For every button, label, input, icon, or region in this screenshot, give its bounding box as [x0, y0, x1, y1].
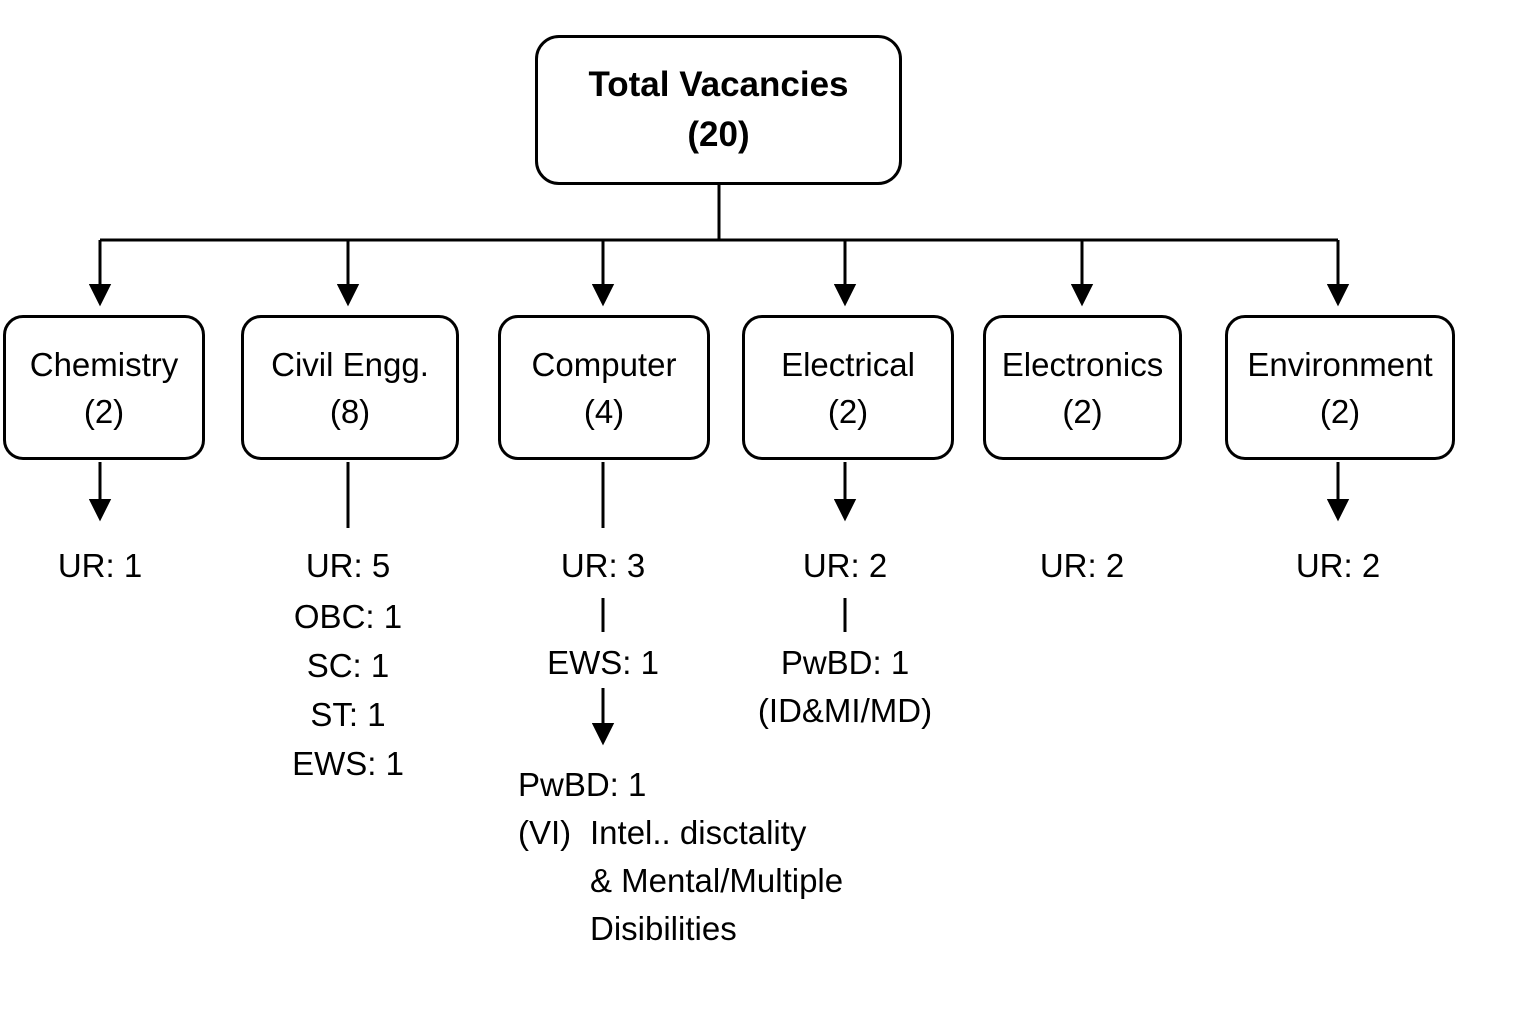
- environment-ur-label: UR: 2: [1295, 547, 1381, 584]
- node-environment-count: (2): [1319, 392, 1361, 430]
- computer-pwbd-label: PwBD: 1: [518, 766, 647, 803]
- node-chemistry: Chemistry (2): [3, 315, 205, 460]
- civil-st-label: ST: 1: [310, 696, 386, 733]
- computer-pwbd-detail-line1: (VI) Intel.. disctality: [518, 809, 843, 857]
- node-total-vacancies: Total Vacancies (20): [535, 35, 902, 185]
- node-computer: Computer (4): [498, 315, 710, 460]
- node-chemistry-label: Chemistry: [29, 345, 179, 383]
- node-total-vacancies-label: Total Vacancies: [588, 65, 849, 104]
- node-chemistry-count: (2): [83, 392, 125, 430]
- node-computer-label: Computer: [531, 345, 677, 383]
- computer-pwbd-block: PwBD: 1 (VI) Intel.. disctality & Mental/…: [518, 761, 843, 953]
- node-civil-engg: Civil Engg. (8): [241, 315, 459, 460]
- node-electrical-count: (2): [827, 392, 869, 430]
- node-electrical-label: Electrical: [781, 345, 915, 383]
- electrical-ur-label: UR: 2: [802, 547, 888, 584]
- civil-ur-label: UR: 5: [305, 547, 391, 584]
- node-electronics-label: Electronics: [1001, 345, 1164, 383]
- node-electronics-count: (2): [1062, 392, 1103, 430]
- node-civil-engg-count: (8): [329, 392, 371, 430]
- node-computer-count: (4): [583, 392, 625, 430]
- computer-pwbd-detail-line2: & Mental/Multiple: [590, 862, 844, 899]
- node-total-vacancies-count: (20): [687, 115, 750, 154]
- civil-obc-label: OBC: 1: [293, 598, 403, 635]
- node-civil-engg-label: Civil Engg.: [271, 345, 429, 383]
- node-environment-label: Environment: [1247, 345, 1433, 383]
- electrical-pwbd-detail: (ID&MI/MD): [757, 692, 933, 729]
- node-electrical: Electrical (2): [742, 315, 954, 460]
- chemistry-ur-label: UR: 1: [57, 547, 143, 584]
- computer-vi-prefix: (VI): [518, 814, 572, 851]
- civil-sc-label: SC: 1: [306, 647, 390, 684]
- civil-breakdown-stack: OBC: 1 SC: 1 ST: 1 EWS: 1: [198, 592, 498, 788]
- computer-ur-label: UR: 3: [560, 547, 646, 584]
- electronics-ur-label: UR: 2: [1039, 547, 1125, 584]
- computer-vi-text: Intel.. disctality: [590, 814, 807, 851]
- computer-ews-label: EWS: 1: [547, 644, 659, 681]
- civil-ews-label: EWS: 1: [292, 745, 404, 782]
- node-electronics: Electronics (2): [983, 315, 1182, 460]
- electrical-pwbd-label: PwBD: 1: [780, 644, 910, 681]
- node-environment: Environment (2): [1225, 315, 1455, 460]
- computer-pwbd-detail-line3: Disibilities: [590, 910, 737, 947]
